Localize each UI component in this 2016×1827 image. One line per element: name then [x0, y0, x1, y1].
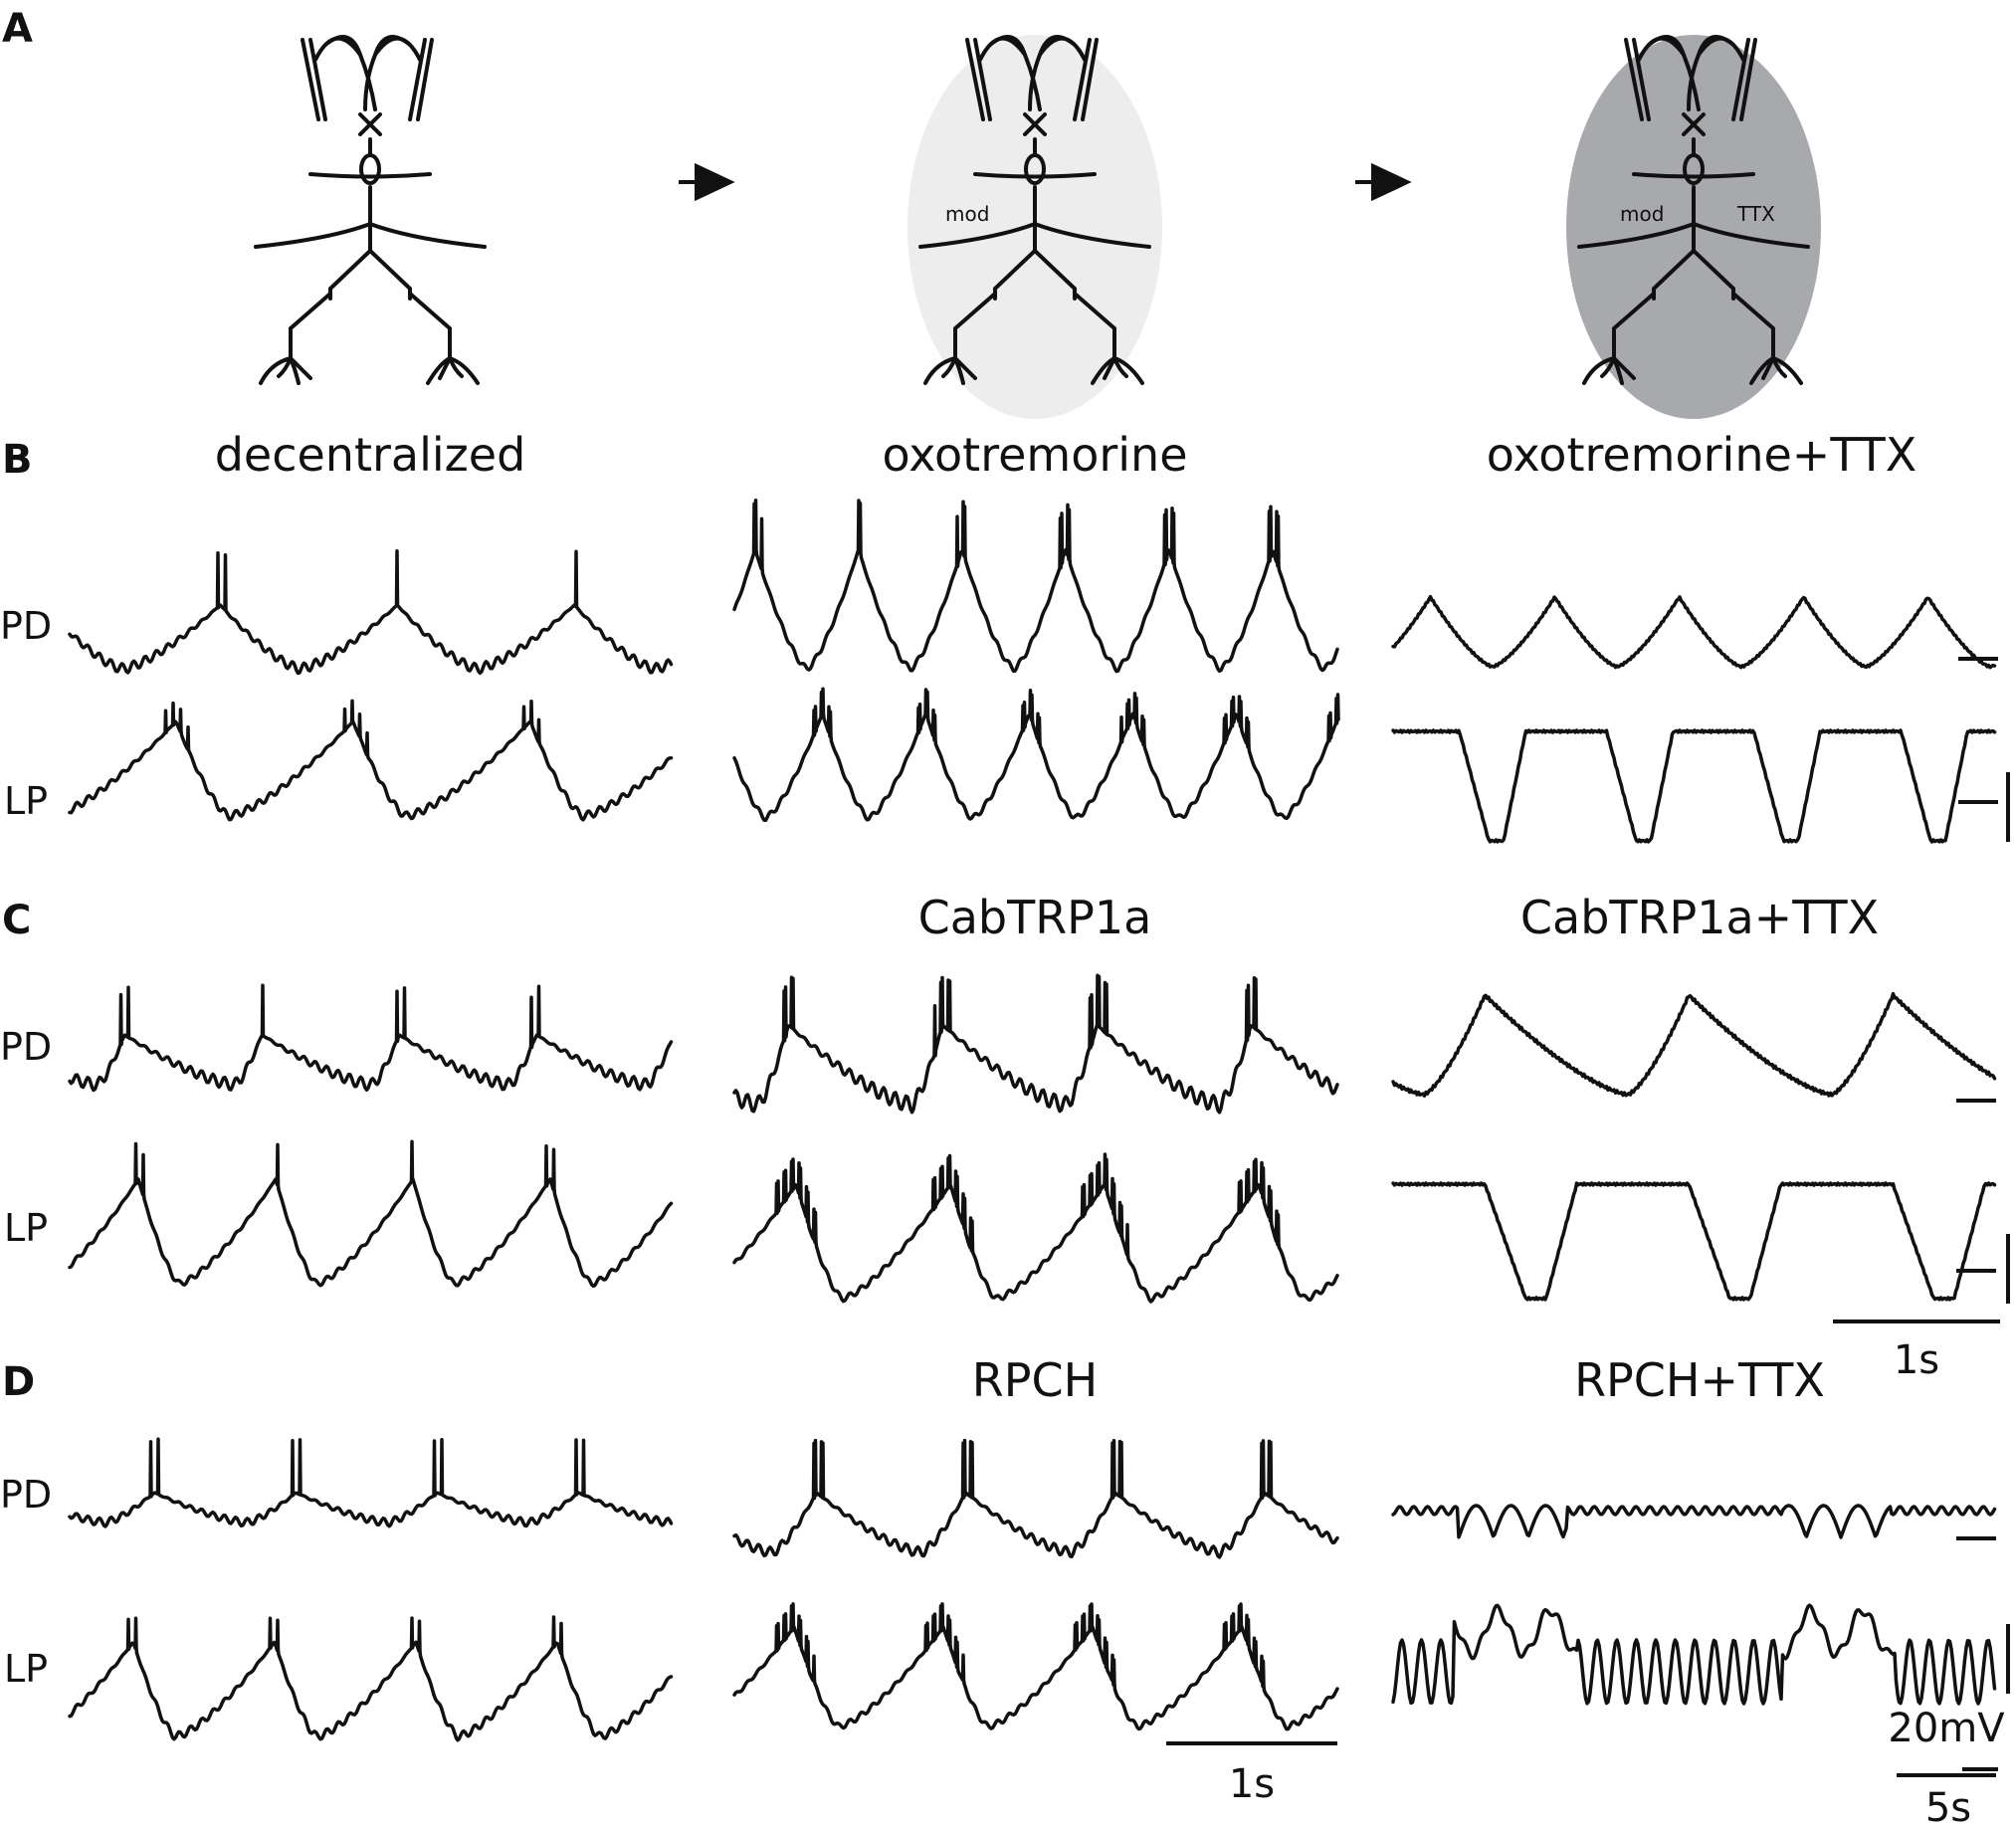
condition-title-oxotremorine-ttx: oxotremorine+TTX — [1487, 428, 1916, 482]
lp-trace-decentralized — [68, 699, 674, 822]
mod-label: mod — [945, 202, 989, 226]
neuron-branch — [923, 356, 977, 385]
neuron-branch — [358, 112, 382, 136]
pd-trace-oxotremorine — [732, 498, 1339, 674]
pd-trace-rpch — [732, 1438, 1339, 1559]
neuron-branch — [308, 172, 432, 179]
neuron-soma — [1683, 153, 1705, 185]
time-scale-label: 1s — [1894, 1337, 1939, 1383]
stg-schematics: mod mod TTX — [254, 35, 1821, 419]
neuron-branch — [1612, 292, 1775, 360]
pd-trace-rpch-ttx — [1391, 1504, 1997, 1539]
row-label-lp: LP — [4, 1206, 48, 1250]
neuron-branch — [918, 221, 1151, 249]
neuron-branch — [1682, 112, 1706, 136]
neuron-soma — [359, 153, 381, 185]
condition-title-rpch: RPCH — [972, 1353, 1098, 1407]
mod-label: mod — [1620, 202, 1664, 226]
row-label-pd: PD — [0, 1025, 52, 1069]
neuron-branch — [1647, 35, 1735, 57]
neuron-branch — [313, 36, 422, 111]
lp-trace-cabtrp1a — [732, 1152, 1339, 1304]
neuron-branch — [1023, 112, 1047, 136]
nerve-bundle — [965, 38, 1099, 121]
pd-trace-decentralized-d — [68, 1437, 674, 1528]
ttx-label: TTX — [1736, 202, 1775, 226]
neuron-branch — [259, 356, 312, 385]
voltage-traces — [68, 498, 1997, 1742]
arrow-icon — [1355, 162, 1412, 202]
neuron-branch — [1582, 356, 1636, 385]
arrow-icon — [679, 162, 735, 202]
panel-letter-b: B — [2, 437, 33, 483]
neuron-branch — [1749, 356, 1803, 385]
neuron-branch — [973, 172, 1097, 179]
neuron-branch — [426, 356, 480, 385]
neuron-branch — [953, 292, 1116, 360]
neuron-soma — [1024, 153, 1046, 185]
neuron-branch — [1577, 221, 1810, 249]
neuron-schematic-control — [254, 35, 487, 385]
row-label-lp: LP — [4, 1647, 48, 1691]
neuron-schematic-modulator-ttx — [1577, 35, 1810, 385]
lp-trace-oxotremorine-ttx — [1391, 728, 1997, 844]
time-scale-label: 1s — [1229, 1761, 1275, 1807]
neuron-branch — [323, 35, 412, 57]
panel-letter-c: C — [2, 898, 31, 943]
neuron-branch — [1632, 38, 1750, 121]
panel-letter-a: A — [2, 6, 33, 52]
neuron-branch — [1091, 356, 1144, 385]
neuron-branch — [973, 38, 1092, 121]
panel-letter-d: D — [2, 1359, 35, 1405]
pd-trace-cabtrp1a — [732, 973, 1339, 1115]
condition-title-rpch-ttx: RPCH+TTX — [1574, 1353, 1825, 1407]
slow-time-scale-label: 5s — [1925, 1785, 1971, 1827]
nerve-bundle — [301, 38, 434, 121]
neuron-branch — [1632, 172, 1755, 179]
lp-trace-decentralized-d — [68, 1615, 674, 1742]
condition-title-cabtrp1a: CabTRP1a — [918, 891, 1152, 944]
nerve-bundle — [1624, 38, 1757, 121]
row-label-lp: LP — [4, 779, 48, 823]
condition-title-oxotremorine: oxotremorine — [882, 428, 1187, 482]
neuron-schematic-modulator — [918, 35, 1151, 385]
neuron-branch — [328, 227, 412, 301]
neuron-branch — [289, 292, 452, 360]
condition-title-cabtrp1a-ttx: CabTRP1a+TTX — [1520, 891, 1879, 944]
neuron-branch — [308, 38, 427, 121]
row-label-pd: PD — [0, 604, 52, 648]
pd-trace-oxotremorine-ttx — [1391, 594, 1997, 670]
pd-trace-decentralized — [68, 548, 674, 676]
lp-trace-rpch-ttx — [1391, 1603, 1997, 1706]
lp-trace-rpch — [732, 1602, 1339, 1731]
pd-trace-decentralized-c — [68, 983, 674, 1093]
lp-trace-cabtrp1a-ttx — [1391, 1181, 1997, 1302]
lp-trace-oxotremorine — [732, 687, 1340, 823]
neuron-branch — [988, 35, 1077, 57]
lp-trace-decentralized-c — [68, 1139, 674, 1289]
row-label-pd: PD — [0, 1473, 52, 1517]
condition-title-decentralized: decentralized — [215, 428, 526, 482]
voltage-scale-label: 20mV — [1888, 1706, 2005, 1751]
pd-trace-cabtrp1a-ttx — [1391, 991, 1997, 1098]
neuron-branch — [254, 221, 487, 249]
